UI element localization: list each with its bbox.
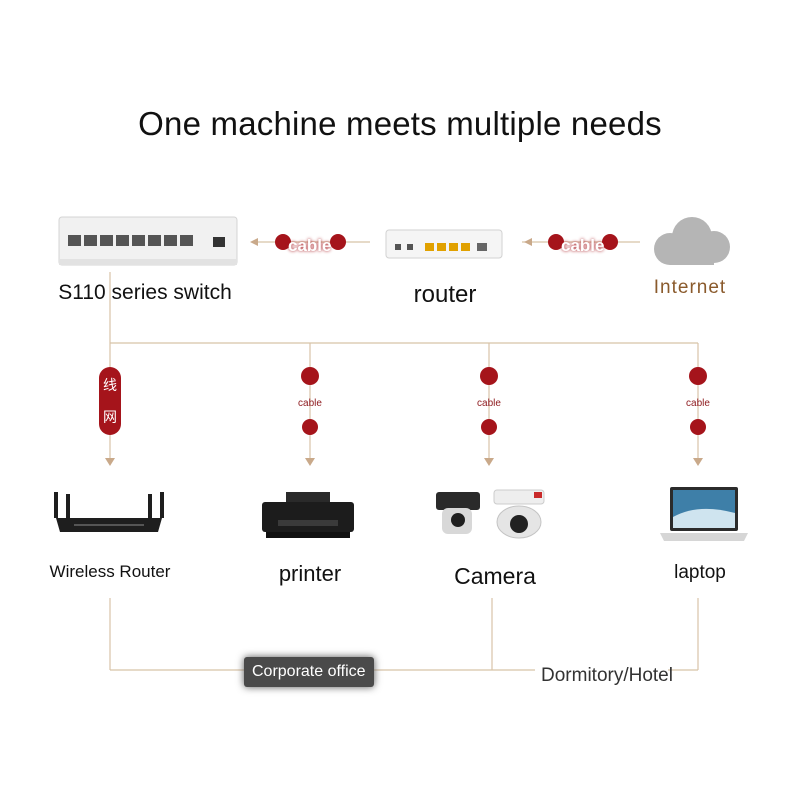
cable-dot: [481, 419, 497, 435]
printer-icon: [262, 492, 354, 538]
cable-label: cable: [477, 398, 501, 409]
cable-dot: [480, 367, 498, 385]
office-badge: Corporate office: [244, 657, 374, 687]
arrow-down-4: [693, 458, 703, 466]
camera-icon: [436, 489, 545, 539]
cable-dot: [690, 419, 706, 435]
cable-dot: [301, 367, 319, 385]
arrow-left-2: [524, 238, 532, 246]
cable-dot: [548, 234, 564, 250]
cable-label: cable: [686, 398, 710, 409]
page-title: One machine meets multiple needs: [138, 105, 662, 142]
wireless-router-icon: [54, 492, 164, 532]
internet-label: Internet: [653, 277, 727, 298]
laptop-label: laptop: [674, 562, 726, 583]
camera-label: Camera: [454, 563, 536, 589]
arrow-down-2: [305, 458, 315, 466]
arrow-left-1: [250, 238, 258, 246]
pill-char: 网: [103, 409, 117, 425]
wireless-router-label: Wireless Router: [49, 562, 171, 581]
cable-dot: [302, 419, 318, 435]
cable-label: cable: [561, 236, 605, 255]
cable-dot: [602, 234, 618, 250]
router-label: router: [413, 281, 477, 308]
cable-dot: [330, 234, 346, 250]
switch-device-icon: [58, 216, 238, 266]
cable-label: cable: [288, 236, 332, 255]
arrow-down-3: [484, 458, 494, 466]
cable-dot: [689, 367, 707, 385]
arrow-down-1: [105, 458, 115, 466]
router-device-icon: [385, 229, 503, 259]
cable-label: cable: [298, 398, 322, 409]
printer-label: printer: [278, 561, 342, 586]
laptop-icon: [660, 487, 748, 541]
pill-char: 线: [103, 377, 117, 393]
dorm-badge: Dormitory/Hotel: [541, 665, 673, 686]
switch-label: S110 series switch: [58, 281, 232, 304]
network-cable-pill: 线 网: [99, 367, 121, 435]
cloud-icon: [654, 217, 730, 265]
cable-dot: [275, 234, 291, 250]
